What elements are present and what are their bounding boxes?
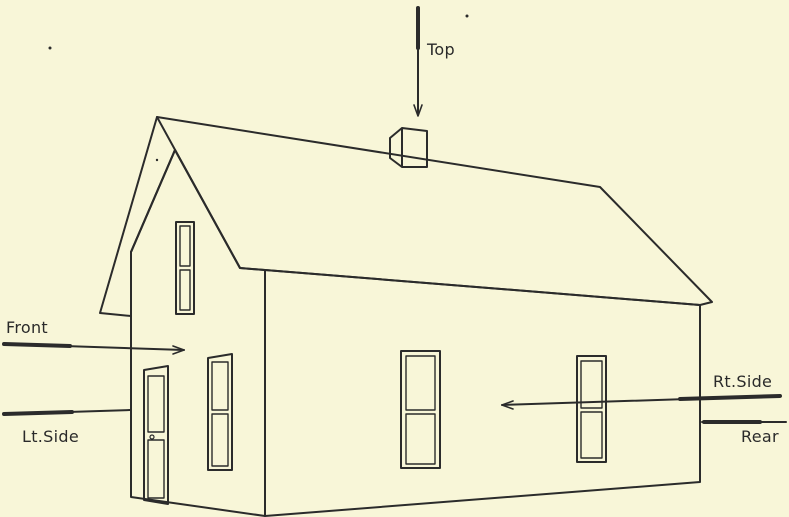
top-arrow (413, 6, 423, 117)
side-window-1 (400, 350, 441, 469)
speck (155, 158, 159, 162)
right-side-arrow (501, 394, 782, 410)
left-ground-hatch (2, 410, 74, 416)
attic-window (175, 221, 195, 315)
speck (48, 46, 52, 50)
chimney (389, 127, 428, 168)
roof (99, 116, 713, 317)
roof-gable-edge (156, 116, 241, 269)
lt-side-label: Lt.Side (22, 427, 79, 446)
rear-label: Rear (741, 427, 779, 446)
front-label: Front (6, 318, 48, 337)
front-arrow (2, 342, 185, 355)
front-wall-window (207, 353, 233, 471)
right-side-wall (264, 269, 701, 517)
roof-ridge-inner (130, 149, 176, 253)
side-window-2 (576, 355, 607, 463)
rt-side-label: Rt.Side (713, 372, 773, 391)
top-label: Top (427, 40, 455, 59)
front-door (143, 365, 169, 505)
speck (465, 14, 469, 18)
